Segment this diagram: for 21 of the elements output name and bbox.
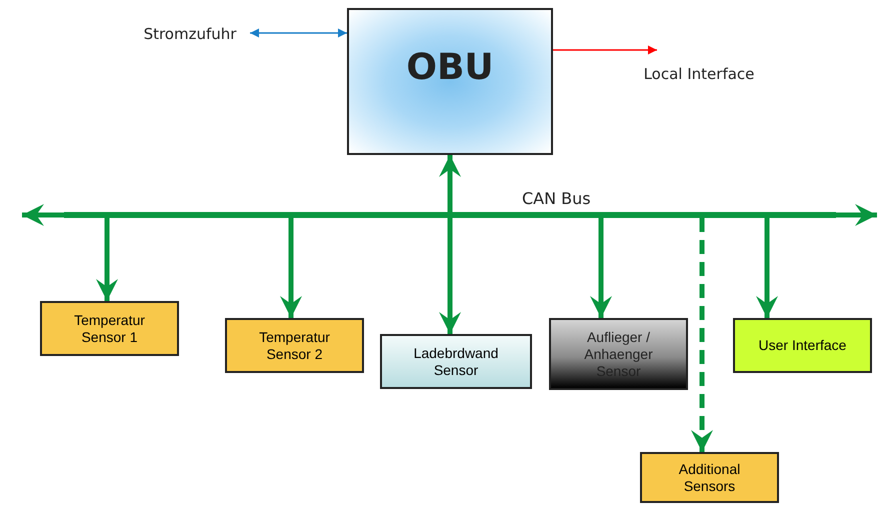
arrow xyxy=(22,204,64,226)
arrow xyxy=(756,218,778,318)
arrow xyxy=(691,218,713,452)
interface-box: User Interface xyxy=(733,318,872,373)
sensor-box: Temperatur Sensor 1 xyxy=(40,301,179,356)
sensor-box: Ladebrdwand Sensor xyxy=(380,334,532,389)
sensor-box: Additional Sensors xyxy=(640,452,779,503)
label-text: Stromzufuhr xyxy=(130,22,250,46)
arrow xyxy=(439,155,461,212)
arrow xyxy=(250,28,347,38)
arrow xyxy=(836,204,877,226)
unit-box: OBU xyxy=(347,8,553,155)
arrow xyxy=(590,218,612,318)
sensor-box: Temperatur Sensor 2 xyxy=(225,318,364,373)
arrow xyxy=(96,218,118,301)
sensor-box: Auflieger / Anhaenger Sensor xyxy=(549,318,688,390)
bus-label: CAN Bus xyxy=(522,188,591,210)
arrow xyxy=(439,218,461,334)
label-text: Local Interface xyxy=(632,62,766,86)
arrow xyxy=(553,46,657,54)
arrow xyxy=(280,218,302,318)
